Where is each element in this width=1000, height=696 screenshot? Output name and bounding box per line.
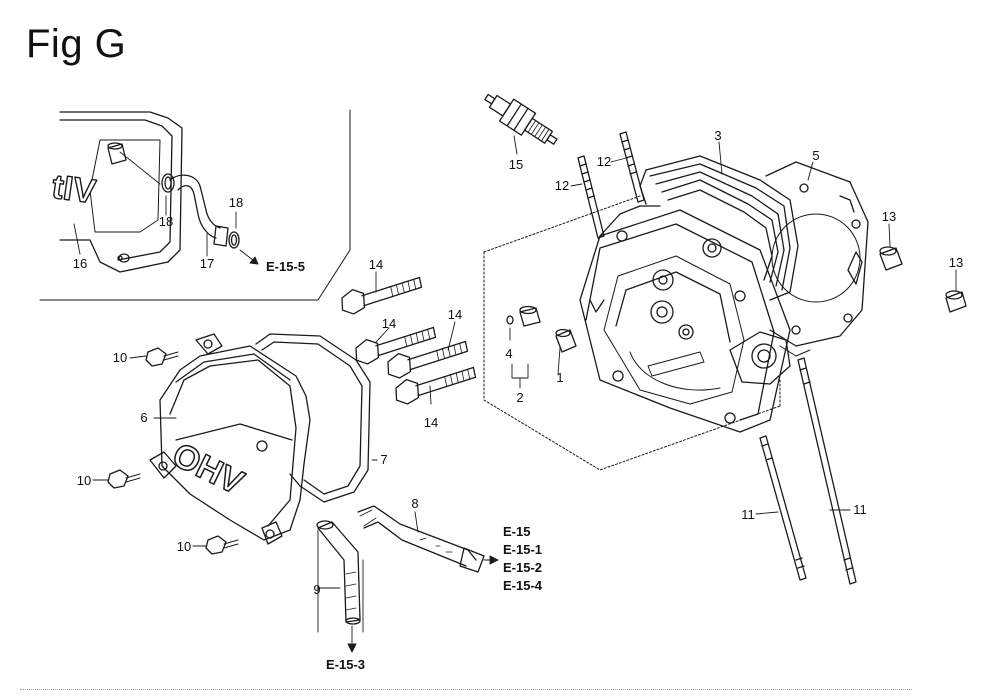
bottom-divider xyxy=(20,689,912,690)
label-part-10-top: 10 xyxy=(112,350,128,365)
label-part-14-d: 14 xyxy=(423,415,439,430)
label-part-13-right: 13 xyxy=(948,255,964,270)
label-part-15: 15 xyxy=(508,157,524,172)
label-part-14-a: 14 xyxy=(368,257,384,272)
dowel-pins-drawing xyxy=(879,246,967,313)
inset-fitting xyxy=(107,142,127,165)
label-part-14-b: 14 xyxy=(381,316,397,331)
head-bolts-drawing xyxy=(341,276,477,405)
cover-gasket-drawing xyxy=(255,333,371,503)
leader-lines xyxy=(92,135,957,653)
label-part-12-upper: 12 xyxy=(596,154,612,169)
label-part-10-middle: 10 xyxy=(76,473,92,488)
inset-small-hose xyxy=(169,174,229,247)
label-part-2: 2 xyxy=(516,390,524,405)
inset-frame xyxy=(39,109,351,301)
head-assembly-outline xyxy=(483,195,781,471)
cover-text: OHV xyxy=(166,436,249,503)
long-studs-drawing xyxy=(759,357,857,585)
label-part-11-right: 11 xyxy=(853,502,867,517)
small-parts-drawing xyxy=(506,305,577,353)
cylinder-head-drawing xyxy=(579,205,791,433)
spark-plug-drawing xyxy=(484,93,558,145)
label-part-18-right: 18 xyxy=(228,195,244,210)
valve-cover-drawing: OHV xyxy=(149,333,311,545)
label-part-11-left: 11 xyxy=(741,507,755,522)
label-part-14-c: 14 xyxy=(447,307,463,322)
label-part-17: 17 xyxy=(199,256,215,271)
head-gasket-drawing xyxy=(639,155,799,301)
label-part-4: 4 xyxy=(505,346,513,361)
breather-hose-drawing xyxy=(357,505,485,573)
cylinder-gasket-drawing xyxy=(765,161,869,357)
xref-hose-4[interactable]: E-15-4 xyxy=(503,578,543,593)
inset-leaders xyxy=(73,151,259,265)
label-part-7: 7 xyxy=(380,452,388,467)
label-part-10-bottom: 10 xyxy=(176,539,192,554)
label-part-9: 9 xyxy=(313,582,321,597)
inset-cover-drawing: tIV xyxy=(49,111,183,273)
xref-hose-group: E-15 E-15-1 E-15-2 E-15-4 xyxy=(503,523,542,595)
label-part-6: 6 xyxy=(140,410,148,425)
label-part-8: 8 xyxy=(411,496,419,511)
xref-hose-1[interactable]: E-15 xyxy=(503,524,531,539)
label-part-12-lower: 12 xyxy=(554,178,570,193)
xref-hose-2[interactable]: E-15-1 xyxy=(503,542,543,557)
label-part-1: 1 xyxy=(556,370,564,385)
label-part-5: 5 xyxy=(812,148,820,163)
inset-clamps xyxy=(161,173,240,249)
studs-drawing xyxy=(577,131,645,239)
figure-title: Fig G xyxy=(26,22,127,66)
xref-inset[interactable]: E-15-5 xyxy=(266,259,306,274)
label-part-18-left: 18 xyxy=(158,214,174,229)
cover-bolts-drawing xyxy=(107,347,239,555)
label-part-16: 16 xyxy=(72,256,88,271)
drain-tube-drawing xyxy=(316,520,364,633)
label-part-3: 3 xyxy=(714,128,722,143)
xref-tube[interactable]: E-15-3 xyxy=(326,657,366,672)
xref-hose-3[interactable]: E-15-2 xyxy=(503,560,543,575)
inset-cover-text: tIV xyxy=(50,168,99,212)
label-part-13-left: 13 xyxy=(881,209,897,224)
